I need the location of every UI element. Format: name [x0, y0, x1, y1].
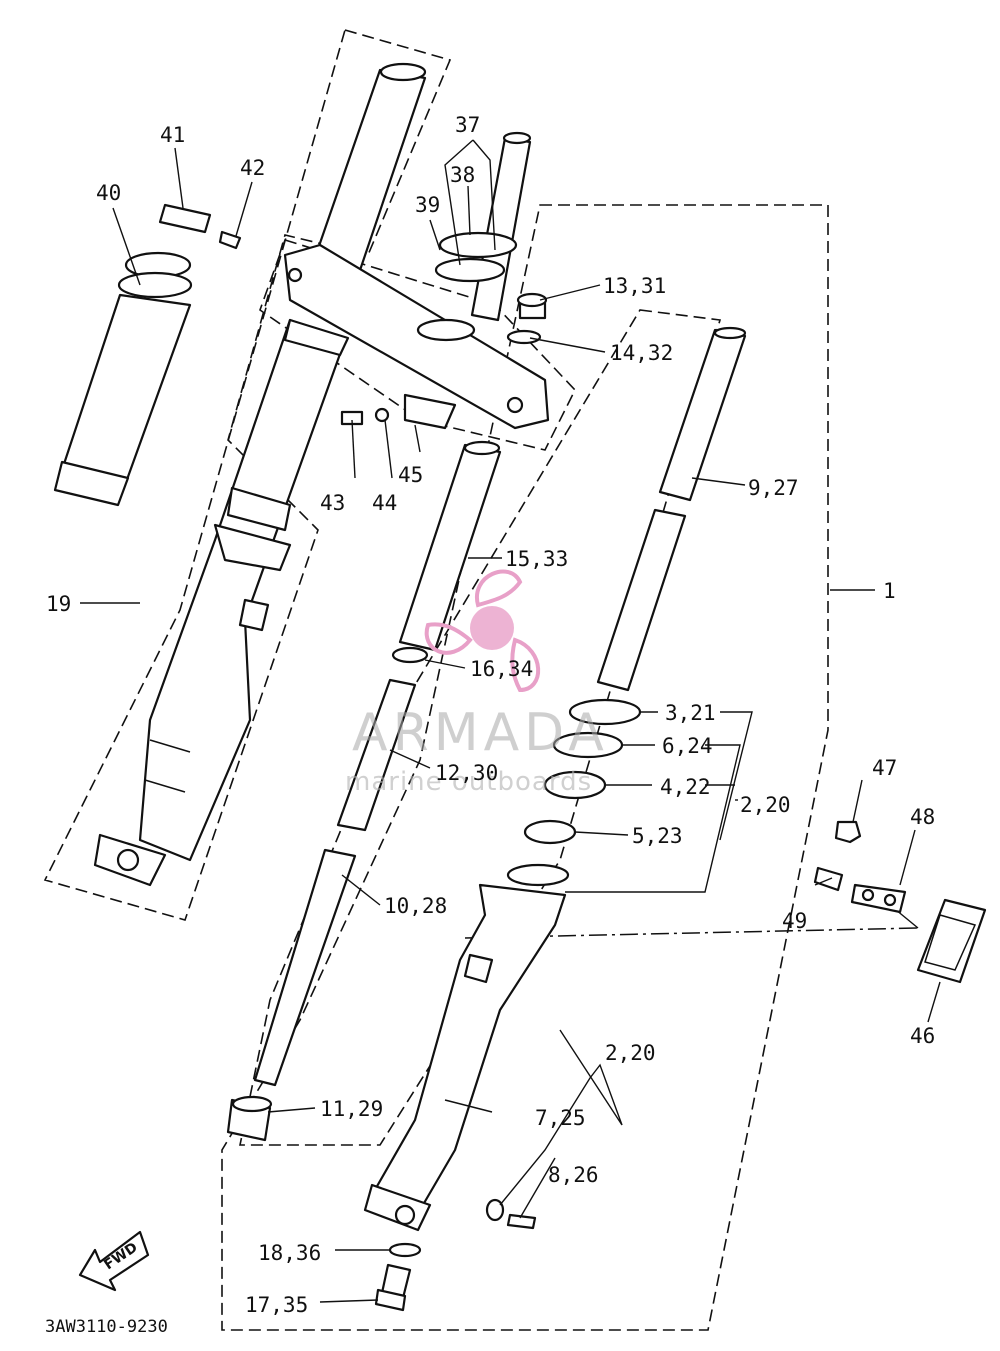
under-bracket	[283, 243, 550, 430]
bottom-washer	[388, 1242, 422, 1258]
callout-7-25: 7,25	[535, 1106, 586, 1130]
callout-38: 38	[450, 163, 475, 187]
watermark-tagline: marine outboards	[345, 767, 592, 797]
callout-11-29: 11,29	[320, 1097, 383, 1121]
callout-17-35: 17,35	[245, 1293, 308, 1317]
watermark-brand: ARMADA	[352, 703, 609, 763]
callout-labels: 1 2,20 2,20 3,21 4,22 5,23 6,24 7,25 8,2…	[46, 113, 935, 1317]
slide-bushing	[523, 819, 577, 845]
callout-2-20-lower: 2,20	[605, 1041, 656, 1065]
callout-42: 42	[240, 156, 265, 180]
bottom-bolt	[374, 1263, 412, 1312]
reflector-bracket	[850, 883, 907, 914]
callout-14-32: 14,32	[610, 341, 673, 365]
spring-seat	[391, 646, 429, 664]
crown-cap-bolt	[516, 292, 548, 320]
crown-washer	[506, 329, 542, 345]
forward-direction-indicator: FWD	[78, 1230, 150, 1292]
callout-9-27: 9,27	[748, 476, 799, 500]
callout-12-30: 12,30	[435, 761, 498, 785]
leader-lines	[80, 139, 941, 1303]
reflector	[916, 898, 987, 984]
callout-41: 41	[160, 123, 185, 147]
watermark: ARMADA marine outboards	[345, 569, 609, 797]
callout-8-26: 8,26	[548, 1163, 599, 1187]
callout-15-33: 15,33	[505, 547, 568, 571]
callout-48: 48	[910, 805, 935, 829]
callout-18-36: 18,36	[258, 1241, 321, 1265]
oil-lock-piece	[226, 1095, 273, 1142]
callout-2-20-upper: 2,20	[740, 793, 791, 817]
callout-49: 49	[782, 909, 807, 933]
clip-bolt	[218, 230, 242, 250]
boot-clip	[158, 203, 212, 234]
callout-5-23: 5,23	[632, 824, 683, 848]
callout-46: 46	[910, 1024, 935, 1048]
callout-1: 1	[883, 579, 896, 603]
watermark-blade-right	[510, 637, 541, 693]
right-outer-tube	[363, 863, 570, 1232]
damper-rod	[253, 848, 357, 1087]
callout-6-24: 6,24	[662, 734, 713, 758]
callout-37: 37	[455, 113, 480, 137]
watermark-blade-top	[474, 569, 523, 608]
callout-16-34: 16,34	[470, 657, 533, 681]
callout-47: 47	[872, 756, 897, 780]
callout-10-28: 10,28	[384, 894, 447, 918]
callout-40: 40	[96, 181, 121, 205]
left-outer-tube	[93, 62, 427, 887]
steering-stem	[434, 131, 532, 322]
callout-44: 44	[372, 491, 397, 515]
reflector-nut	[834, 820, 862, 844]
cable-guide-parts	[340, 393, 457, 430]
right-fork-group-boundary	[221, 204, 829, 1331]
callout-4-22: 4,22	[660, 775, 711, 799]
drawing-code: 3AW3110-9230	[45, 1317, 168, 1337]
drain-washer	[485, 1198, 505, 1222]
callout-45: 45	[398, 463, 423, 487]
drain-bolt	[506, 1213, 537, 1230]
watermark-blade-left	[424, 622, 473, 655]
damper-spring	[336, 678, 417, 832]
callout-43: 43	[320, 491, 345, 515]
fork-boot	[53, 251, 193, 507]
callout-3-21: 3,21	[665, 701, 716, 725]
right-upper-tube	[596, 326, 747, 692]
watermark-logo-hub	[470, 606, 514, 650]
callout-13-31: 13,31	[603, 274, 666, 298]
callout-19: 19	[46, 592, 71, 616]
callout-39: 39	[415, 193, 440, 217]
